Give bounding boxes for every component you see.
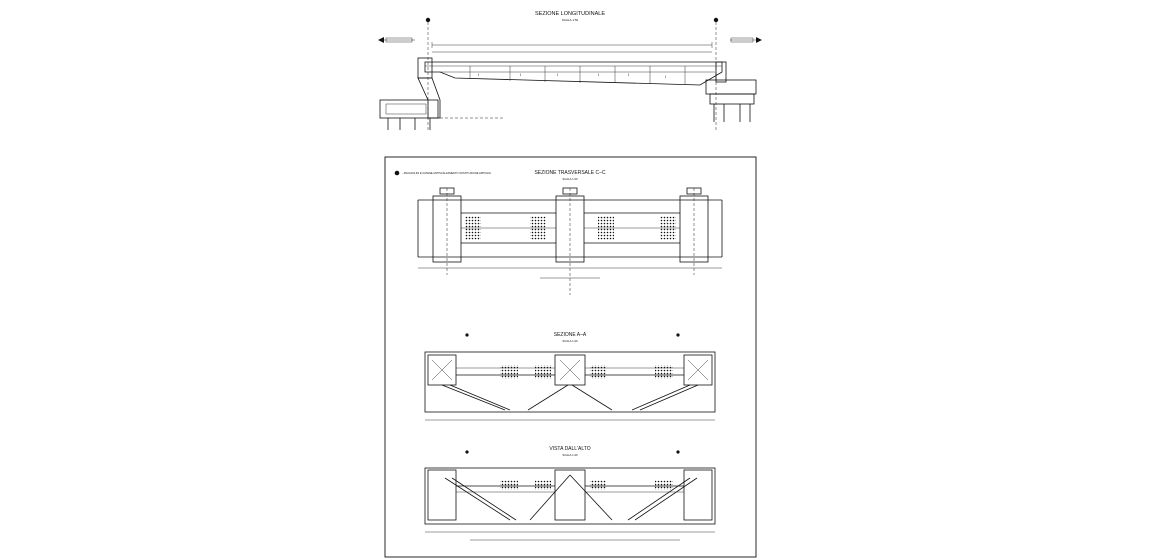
svg-text:I: I (628, 72, 629, 77)
longitudinal-section: SEZIONE LONGITUDINALE SCALA 1:50 I I (378, 11, 762, 130)
svg-text:I: I (557, 72, 558, 77)
top-view-scale: SCALA 1:20 (562, 453, 578, 457)
section-aa-title: SEZIONE A–A (554, 332, 587, 338)
svg-text:· · · ·: · · · · (478, 115, 484, 118)
longitudinal-title: SEZIONE LONGITUDINALE (535, 11, 605, 17)
section-cc: SEZIONE TRASVERSALE C–C SCALA 1:20 (417, 170, 723, 295)
sheet-frame: – BAGGIOLINI E CATENE ANTISCALZAMENTO SO… (384, 156, 757, 558)
section-cc-scale: SCALA 1:20 (562, 177, 578, 181)
section-aa: SEZIONE A–A SCALA 1:20 (424, 332, 716, 421)
svg-text:I: I (665, 74, 666, 79)
top-view-title: VISTA DALL'ALTO (549, 446, 590, 452)
section-aa-scale: SCALA 1:20 (562, 339, 578, 343)
svg-text:I: I (598, 72, 599, 77)
sheet-note: – BAGGIOLINI E CATENE ANTISCALZAMENTO SO… (402, 171, 491, 175)
svg-text:I: I (478, 72, 479, 77)
svg-text:I: I (520, 72, 521, 77)
section-cc-title: SEZIONE TRASVERSALE C–C (534, 170, 605, 176)
longitudinal-scale: SCALA 1:50 (562, 18, 579, 22)
top-view: VISTA DALL'ALTO SCALA 1:20 (424, 446, 716, 541)
